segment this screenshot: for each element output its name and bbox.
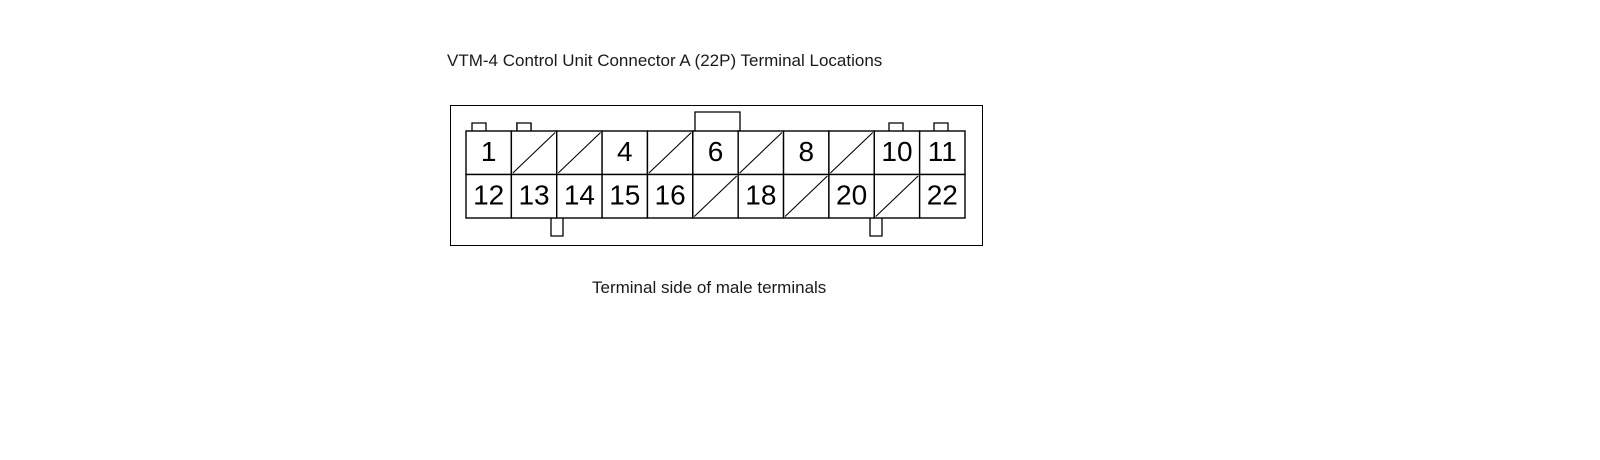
blank-terminal-diagonal: [739, 132, 783, 174]
page-title: VTM-4 Control Unit Connector A (22P) Ter…: [447, 51, 883, 70]
notch-icon-top-2b: [516, 122, 532, 131]
terminal-number: 14: [564, 180, 595, 211]
tab-icon-top-center: [694, 111, 741, 131]
terminal-cell: [601, 173, 649, 219]
blank-terminal-diagonal: [784, 175, 828, 217]
terminal-number: 6: [708, 136, 724, 167]
terminal-cell: [737, 173, 785, 219]
blank-terminal-diagonal: [830, 132, 874, 174]
terminal-cell: [918, 130, 966, 176]
notch-icon-top-1: [471, 122, 487, 131]
terminal-number: 16: [655, 180, 686, 211]
terminal-cell: [510, 173, 558, 219]
terminal-number: 13: [518, 180, 549, 211]
terminal-number: 20: [836, 180, 867, 211]
terminal-number: 22: [927, 180, 958, 211]
terminal-number: 18: [745, 180, 776, 211]
top-notch-group: [471, 111, 949, 133]
terminal-cell: [873, 130, 921, 176]
notch-icon-top-4: [933, 122, 949, 131]
terminal-number: 11: [928, 136, 957, 167]
terminal-number: 10: [881, 136, 912, 167]
terminal-number: 12: [473, 180, 504, 211]
terminal-cell: [556, 173, 603, 219]
terminal-number: 4: [617, 136, 633, 167]
terminal-cell: [918, 173, 966, 219]
terminal-cell: [782, 130, 830, 176]
terminal-grid-lines: [512, 132, 919, 217]
terminal-number: 8: [798, 136, 814, 167]
terminal-cell: [828, 173, 875, 219]
terminal-number: 1: [481, 136, 497, 167]
terminal-cell: [465, 173, 513, 219]
tab-icon-bottom-2: [869, 218, 883, 237]
blank-terminal-diagonal: [648, 132, 692, 174]
blank-terminal-diagonal: [557, 132, 601, 174]
blank-terminal-diagonal: [512, 132, 556, 174]
figure-caption: Terminal side of male terminals: [592, 278, 827, 297]
terminal-number: 15: [609, 180, 640, 211]
notch-icon-top-3: [888, 122, 904, 131]
terminal-cell: [692, 130, 739, 176]
blank-terminal-diagonal: [875, 175, 919, 217]
tab-icon-bottom-1: [550, 218, 564, 237]
bottom-notch-group: [550, 218, 883, 237]
terminal-cell: [646, 173, 694, 219]
blank-terminal-diagonal: [693, 175, 738, 217]
